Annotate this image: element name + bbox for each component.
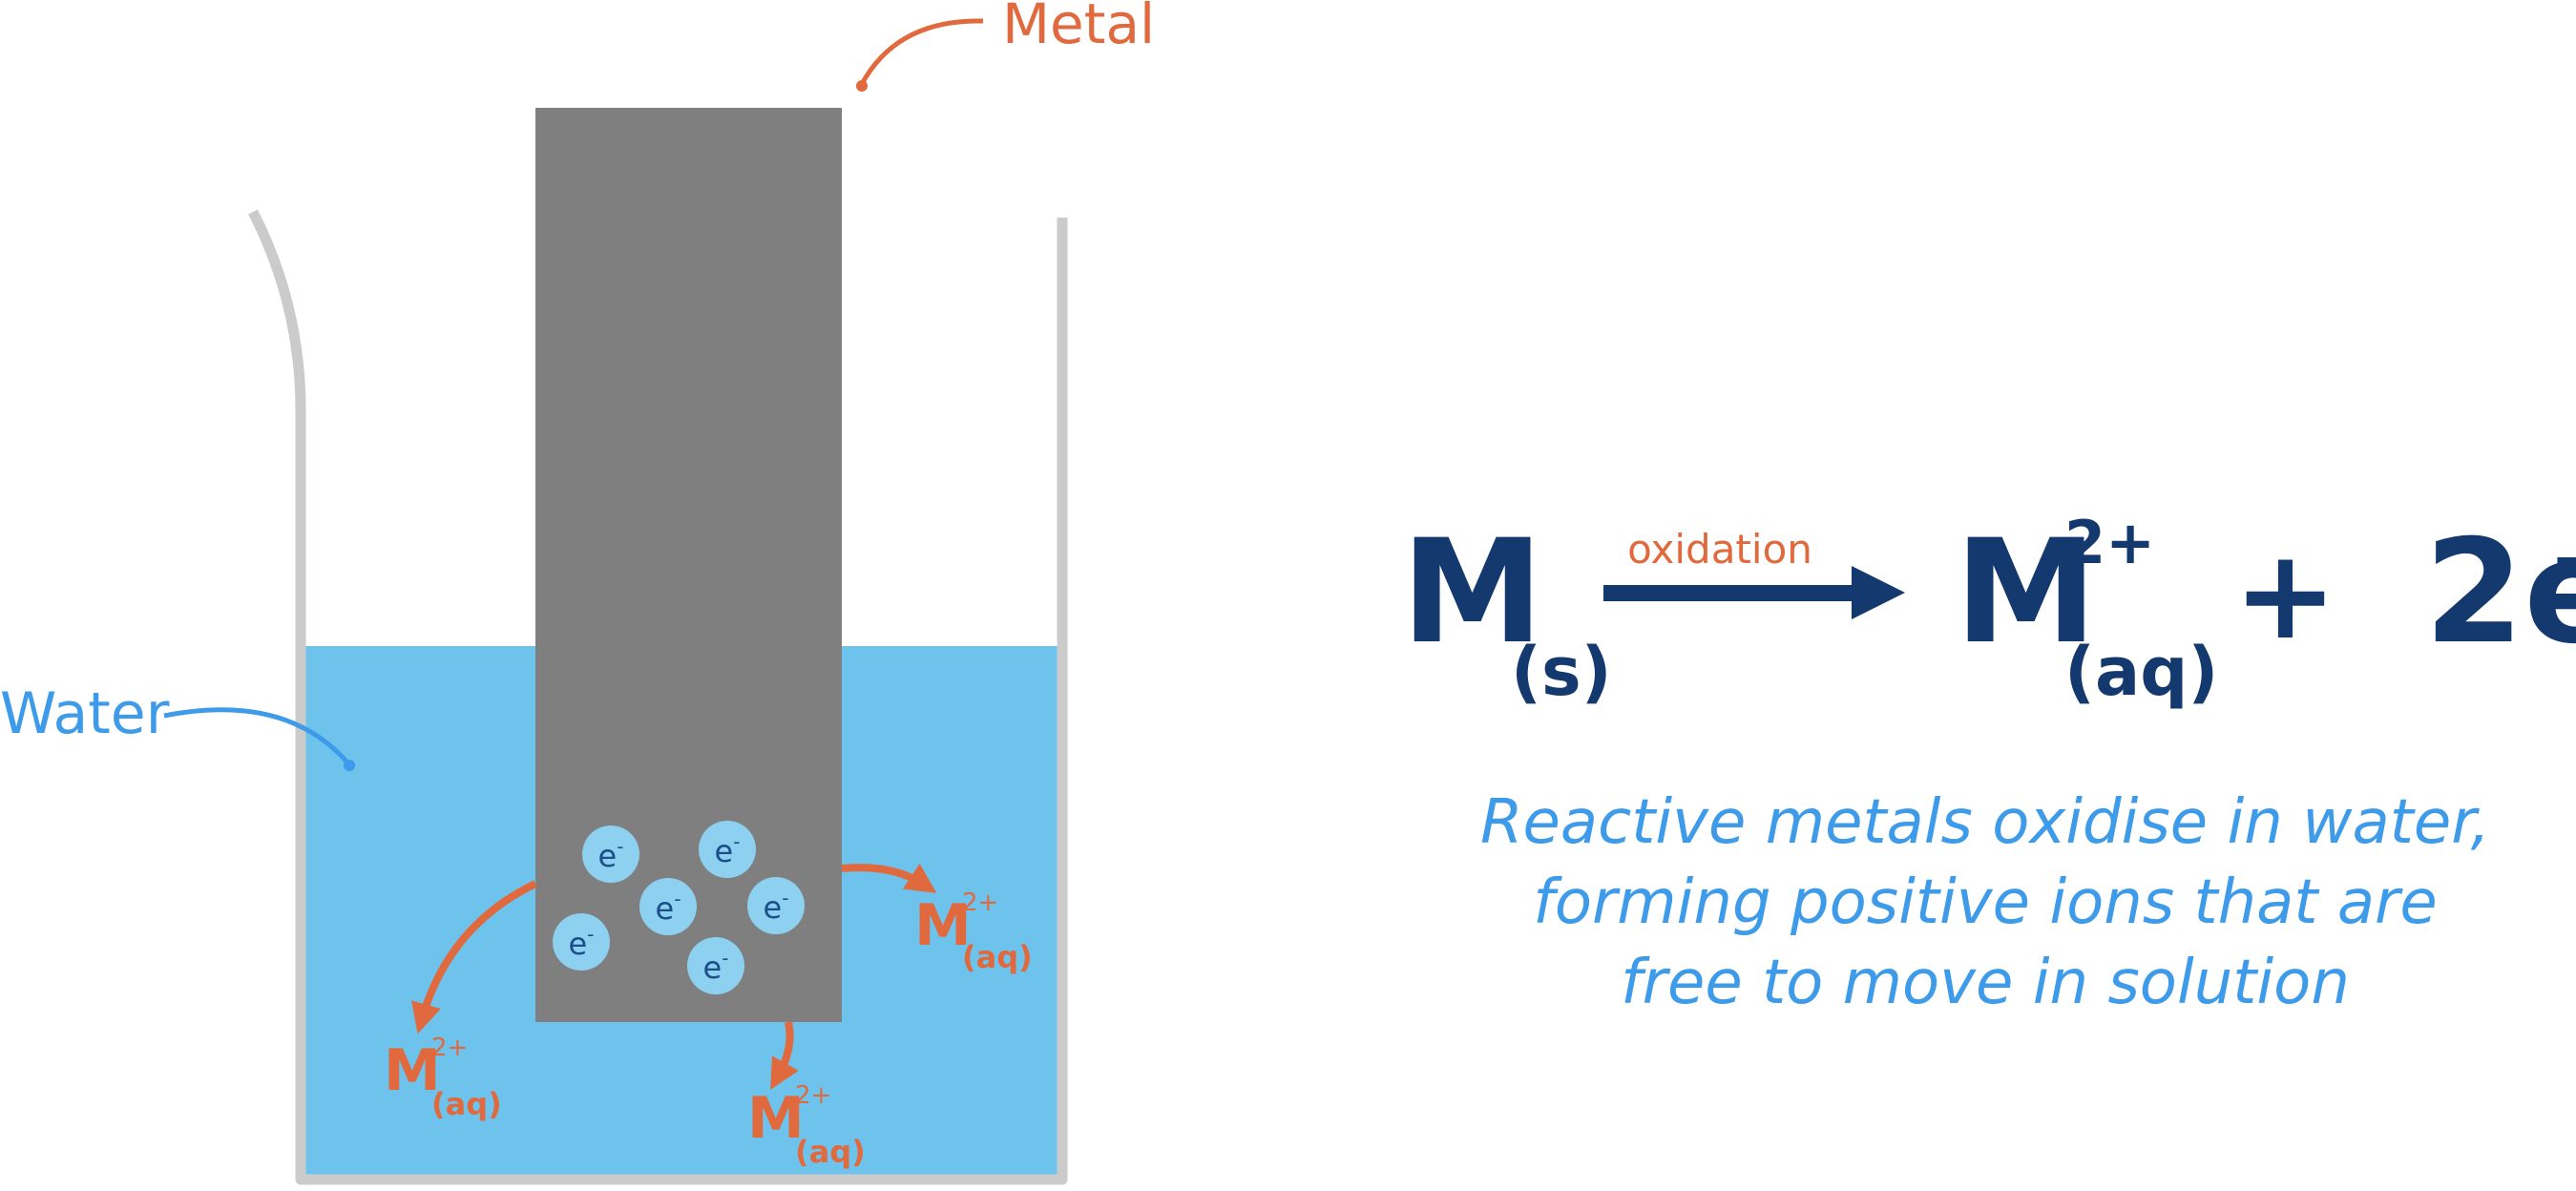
ion-label-right: M 2+ (aq) [914, 888, 1033, 975]
product-symbol: M [1955, 510, 2097, 676]
electron: e- [553, 913, 610, 971]
svg-text:(aq): (aq) [431, 1086, 502, 1122]
svg-text:e-: e- [656, 888, 681, 927]
reaction-arrow-shaft [1603, 585, 1861, 601]
electron: e- [582, 825, 639, 883]
water-label: Water [0, 680, 170, 747]
ion-arrow-right [841, 863, 937, 893]
caption: Reactive metals oxidise in water, formin… [1432, 783, 2539, 1023]
reactant-symbol: M [1401, 510, 1543, 676]
reactant-state: (s) [1511, 633, 1612, 711]
svg-text:e-: e- [764, 887, 789, 926]
svg-text:2+: 2+ [795, 1081, 831, 1110]
electron: e- [699, 821, 756, 878]
electrons-charge: − [2550, 520, 2576, 598]
svg-text:e-: e- [715, 830, 741, 869]
electron: e- [639, 878, 697, 935]
beaker [248, 209, 1068, 1185]
electron: e- [687, 937, 744, 994]
svg-text:2+: 2+ [431, 1034, 468, 1062]
svg-text:M: M [384, 1037, 441, 1104]
reaction-arrow-head [1852, 566, 1905, 619]
product-state: (aq) [2064, 633, 2218, 711]
svg-text:e-: e- [569, 923, 595, 962]
svg-text:2+: 2+ [962, 888, 998, 917]
svg-text:(aq): (aq) [795, 1134, 866, 1170]
electrons-product: 2e [2424, 510, 2576, 676]
ion-arrow-left [411, 880, 537, 1034]
water-callout-line [163, 707, 350, 765]
arrow-label: oxidation [1627, 526, 1812, 573]
ion-label-bottom: M 2+ (aq) [747, 1081, 866, 1170]
caption-line: Reactive metals oxidise in water, [1480, 787, 2490, 858]
caption-line: forming positive ions that are [1533, 867, 2438, 938]
ion-label-left: M 2+ (aq) [384, 1034, 502, 1122]
svg-text:e-: e- [598, 835, 624, 874]
product-charge: 2+ [2064, 508, 2155, 577]
caption-line: free to move in solution [1621, 948, 2350, 1018]
metal-callout-line [859, 18, 984, 86]
svg-text:M: M [747, 1085, 805, 1152]
svg-text:M: M [914, 892, 972, 959]
ion-arrow-bottom [770, 1021, 799, 1090]
equation: M (s) oxidation M 2+ (aq) + 2e − [1401, 508, 2576, 711]
metal-callout-dot [856, 80, 868, 92]
water-callout-dot [344, 760, 355, 771]
plus-sign: + [2233, 522, 2337, 667]
metal-label: Metal [1002, 0, 1155, 56]
svg-text:e-: e- [703, 947, 729, 986]
metal-bar [535, 108, 842, 1022]
svg-text:(aq): (aq) [962, 939, 1033, 975]
electron: e- [747, 877, 805, 934]
